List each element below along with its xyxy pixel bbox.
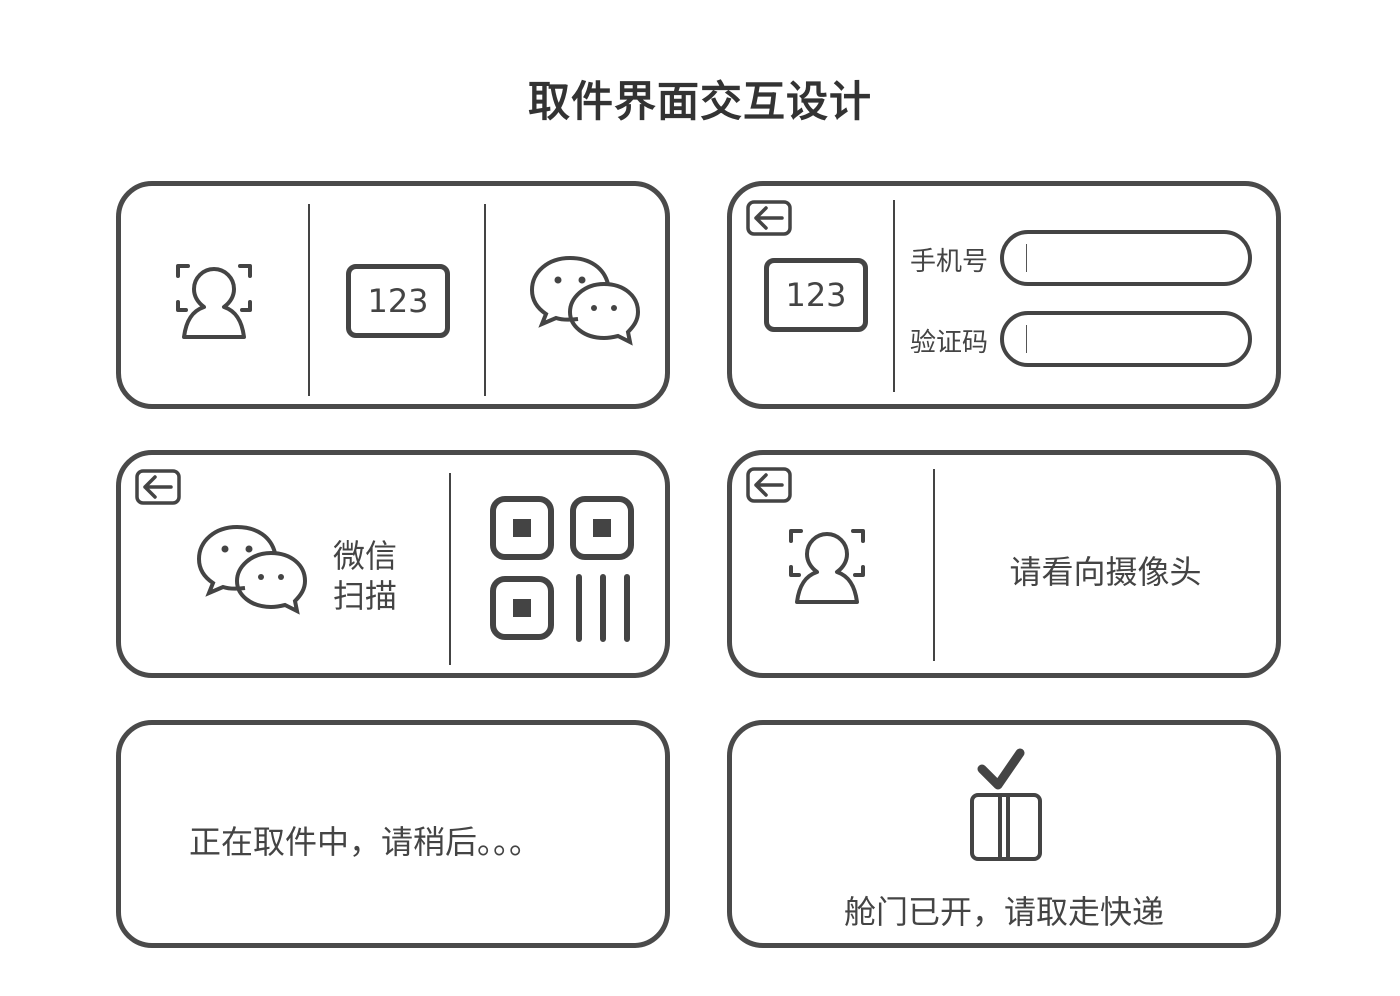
look-at-camera-message: 请看向摄像头 — [1009, 553, 1202, 591]
face-recognition-option[interactable] — [121, 186, 308, 404]
scan-label: 扫描 — [333, 577, 398, 615]
pickup-code-panel: 123 手机号 验证码 — [727, 181, 1281, 409]
divider — [933, 469, 935, 661]
wechat-scan-panel: 微信 扫描 — [116, 450, 670, 678]
divider — [484, 204, 486, 396]
back-arrow-icon[interactable] — [135, 469, 181, 505]
face-scan-icon — [176, 264, 252, 339]
verification-code-input[interactable] — [1000, 311, 1252, 367]
divider — [308, 204, 310, 396]
phone-label: 手机号 — [910, 247, 989, 277]
phone-input[interactable] — [1000, 230, 1252, 286]
processing-panel: 正在取件中，请稍后。。。 — [116, 720, 670, 948]
wechat-label: 微信 — [333, 537, 398, 575]
door-open-message: 舱门已开，请取走快递 — [843, 893, 1164, 931]
face-recognition-panel: 请看向摄像头 — [727, 450, 1281, 678]
verification-code-label: 验证码 — [910, 328, 989, 358]
face-scan-icon — [789, 529, 865, 604]
pickup-method-panel: 123 — [116, 181, 670, 409]
text-caret — [1026, 325, 1027, 353]
divider — [449, 473, 451, 665]
processing-message: 正在取件中，请稍后。。。 — [189, 823, 542, 861]
divider — [893, 200, 895, 392]
text-caret — [1026, 244, 1027, 272]
back-arrow-icon[interactable] — [746, 467, 792, 503]
qr-code-icon — [490, 496, 634, 642]
wechat-icon — [196, 524, 308, 615]
pickup-code-icon: 123 — [764, 258, 868, 332]
wechat-option[interactable] — [486, 186, 665, 404]
locker-door-open-icon — [970, 748, 1042, 861]
pickup-code-icon: 123 — [346, 264, 450, 338]
door-open-panel: 舱门已开，请取走快递 — [727, 720, 1281, 948]
pickup-code-option[interactable]: 123 — [310, 186, 484, 404]
page-title: 取件界面交互设计 — [527, 77, 872, 126]
back-arrow-icon[interactable] — [746, 200, 792, 236]
wechat-icon — [529, 255, 641, 346]
